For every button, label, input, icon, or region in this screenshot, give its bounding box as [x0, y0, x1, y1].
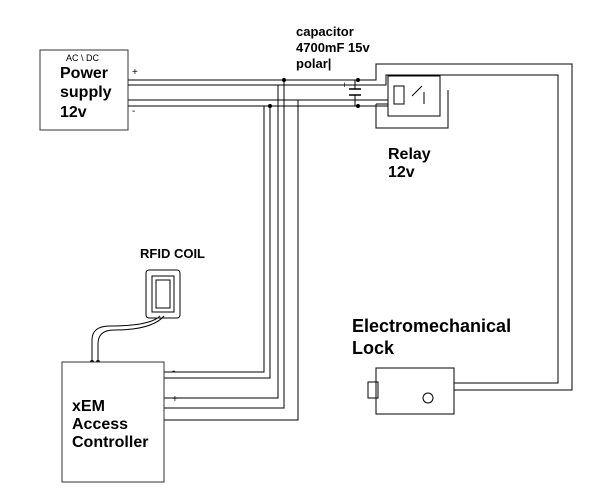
electromechanical-lock-symbol	[367, 367, 455, 415]
wire-rfid	[91, 315, 161, 362]
capacitor-label-line2: 4700mF 15v	[296, 40, 370, 55]
controller-label-line3: Controller	[72, 434, 149, 451]
junction-dot	[282, 78, 286, 82]
junction-dot	[356, 78, 360, 82]
lock-label-line2: Lock	[352, 338, 395, 358]
wire-controller-plus-outer	[164, 100, 299, 421]
wire-relay-bottom	[375, 90, 449, 129]
capacitor-label-line3: polar|	[296, 56, 332, 71]
power-supply-plus: +	[132, 67, 138, 78]
wire-positive-top-inner	[128, 74, 559, 384]
junction-dot	[268, 104, 272, 108]
relay-label-line1: Relay	[388, 146, 431, 163]
power-supply-minus: -	[132, 106, 136, 117]
power-supply-line3: 12v	[60, 104, 87, 121]
capacitor-plus: +	[342, 80, 348, 90]
lock-label-line1: Electromechanical	[352, 316, 512, 336]
wire-controller-minus	[164, 106, 271, 379]
capacitor-label-line1: capacitor	[296, 24, 354, 39]
controller-minus: -	[172, 366, 176, 377]
relay-symbol	[376, 75, 441, 117]
rfid-coil-symbol	[145, 269, 181, 319]
junction-dot	[356, 104, 360, 108]
wire-rfid-inner	[97, 315, 165, 362]
wire-controller-minus-inner	[164, 106, 265, 373]
power-supply-acdc-label: AC \ DC	[66, 53, 100, 63]
wires	[91, 63, 573, 421]
controller-plus: +	[172, 394, 178, 405]
controller-label-line1: xEM	[72, 398, 105, 415]
relay-label-line2: 12v	[388, 164, 415, 181]
wire-controller-plus-inner	[164, 85, 279, 399]
junction-dots	[90, 78, 360, 364]
power-supply-line2: supply	[60, 84, 112, 101]
rfid-coil-label: RFID COIL	[140, 246, 205, 261]
power-supply-box	[39, 49, 129, 131]
controller-box	[61, 361, 165, 483]
capacitor-symbol	[349, 80, 361, 106]
controller-label-line2: Access	[72, 416, 129, 433]
power-supply-line1: Power	[60, 65, 109, 82]
wire-positive-top	[128, 63, 573, 391]
wire-controller-plus	[164, 80, 285, 409]
